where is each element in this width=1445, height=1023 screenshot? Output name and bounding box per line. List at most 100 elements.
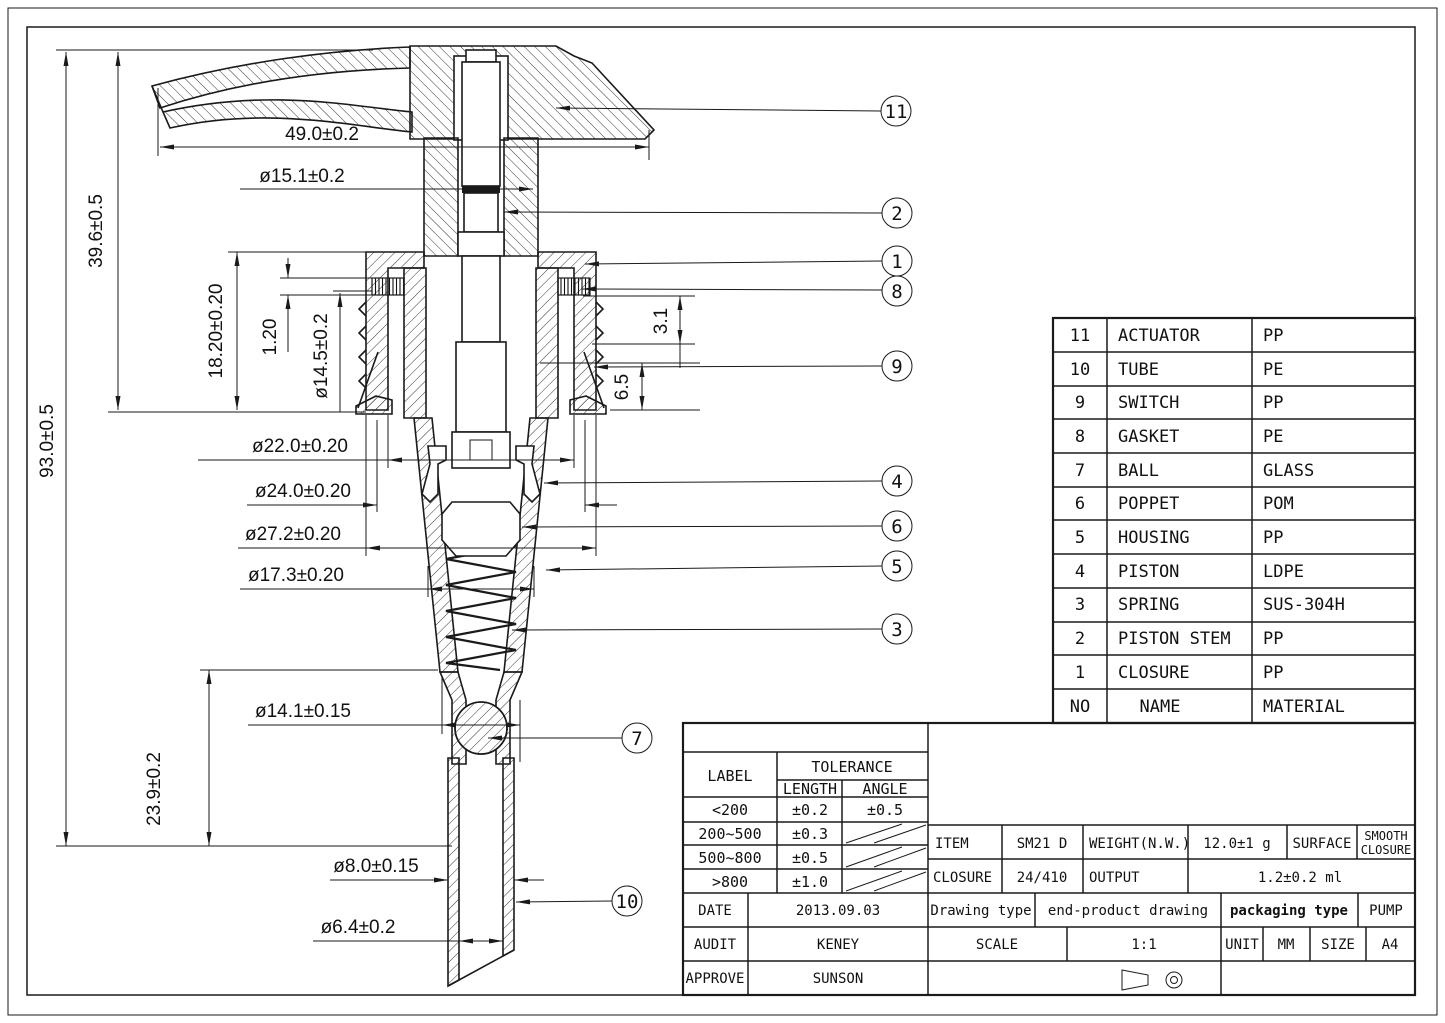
svg-text:200~500: 200~500: [698, 825, 761, 843]
balloon-7: 7: [631, 728, 642, 750]
tube-left-wall: [447, 757, 460, 988]
svg-text:1: 1: [1075, 663, 1085, 683]
parts-table-rows: 11 ACTUATOR PP 10 TUBE PE 9 SWITCH PP 8 …: [1070, 326, 1345, 683]
dim-93-0: 93.0±0.5: [37, 404, 58, 478]
balloon-9: 9: [891, 356, 902, 378]
svg-text:MATERIAL: MATERIAL: [1263, 697, 1345, 717]
actuator-column-left: [423, 137, 459, 257]
packaging-type-label: packaging type: [1230, 903, 1348, 919]
actuator-head-section: [409, 45, 656, 140]
date-value: 2013.09.03: [796, 903, 880, 919]
balloon-11: 11: [885, 101, 908, 123]
balloon-1: 1: [891, 251, 902, 273]
dim-18-20: 18.20±0.20: [206, 284, 227, 379]
dim-22-0: ø22.0±0.20: [252, 436, 348, 457]
actuator-spout-upper: [150, 46, 411, 110]
switch-section: [355, 351, 607, 415]
svg-text:PP: PP: [1263, 629, 1283, 649]
balloon-4: 4: [891, 471, 902, 493]
svg-text:11: 11: [1070, 326, 1090, 346]
closure-value: 24/410: [1017, 870, 1068, 886]
svg-text:NO: NO: [1070, 697, 1090, 717]
title-block: LABEL TOLERANCE LENGTH ANGLE <200 ±0.2 ±…: [681, 721, 1417, 997]
tolerance-angle-header: ANGLE: [862, 780, 907, 798]
surface-value-line2: CLOSURE: [1361, 843, 1412, 857]
dim-23-9: 23.9±0.2: [144, 752, 165, 826]
svg-text:GLASS: GLASS: [1263, 461, 1314, 481]
parts-table: 11 ACTUATOR PP 10 TUBE PE 9 SWITCH PP 8 …: [1051, 316, 1417, 725]
svg-text:8: 8: [1075, 427, 1085, 447]
date-label: DATE: [698, 903, 732, 919]
scale-value: 1:1: [1131, 937, 1156, 953]
outer-border: [7, 7, 1438, 1016]
dim-3-1: 3.1: [651, 308, 672, 334]
svg-text:±0.5: ±0.5: [867, 801, 903, 819]
svg-text:TUBE: TUBE: [1118, 360, 1159, 380]
dim-6-4: ø6.4±0.2: [321, 917, 396, 938]
double-circle-icon: [1165, 971, 1183, 989]
svg-text:7: 7: [1075, 461, 1085, 481]
svg-text:PE: PE: [1263, 360, 1283, 380]
svg-text:9: 9: [1075, 393, 1085, 413]
closure-label: CLOSURE: [933, 870, 992, 886]
svg-text:LDPE: LDPE: [1263, 562, 1304, 582]
svg-text:PE: PE: [1263, 427, 1283, 447]
svg-text:5: 5: [1075, 528, 1085, 548]
gasket-left-section: [371, 277, 405, 296]
tolerance-label-header: LABEL: [707, 767, 752, 785]
dim-1-20: 1.20: [260, 319, 281, 356]
dimension-annotations: 49.0±0.2 ø15.1±0.2 39.6±0.5 93.0±0.5 18.…: [37, 49, 700, 944]
weight-label: WEIGHT(N.W.): [1089, 836, 1190, 852]
svg-text:SWITCH: SWITCH: [1118, 393, 1179, 413]
balloon-3: 3: [891, 619, 902, 641]
balloon-8: 8: [891, 281, 902, 303]
svg-text:3: 3: [1075, 595, 1085, 615]
dim-8-0: ø8.0±0.15: [333, 856, 418, 877]
parts-table-header: NO NAME MATERIAL: [1070, 697, 1345, 717]
svg-text:4: 4: [1075, 562, 1085, 582]
weight-value: 12.0±1 g: [1203, 836, 1270, 852]
svg-text:PP: PP: [1263, 393, 1283, 413]
housing-chimney-right: [535, 267, 559, 419]
output-value: 1.2±0.2 ml: [1258, 870, 1342, 886]
scale-label: SCALE: [976, 937, 1018, 953]
approve-value: SUNSON: [813, 971, 864, 987]
dim-27-2: ø27.2±0.20: [245, 524, 341, 545]
output-label: OUTPUT: [1089, 870, 1140, 886]
first-angle-projection-icon: [1121, 969, 1149, 991]
svg-text:NAME: NAME: [1140, 697, 1181, 717]
ball-section: [454, 701, 508, 755]
packaging-type-value: PUMP: [1369, 903, 1403, 919]
dim-14-5: ø14.5±0.2: [311, 313, 332, 398]
svg-text:±1.0: ±1.0: [792, 873, 828, 891]
svg-text:±0.3: ±0.3: [792, 825, 828, 843]
svg-text:PP: PP: [1263, 326, 1283, 346]
piston-stem-section: [451, 49, 511, 469]
closure-threads: [357, 301, 605, 389]
item-info-rows: ITEM SM21 D WEIGHT(N.W.) 12.0±1 g SURFAC…: [928, 824, 1415, 893]
svg-text:<200: <200: [712, 801, 748, 819]
balloon-2: 2: [891, 203, 902, 225]
dim-6-5: 6.5: [612, 374, 633, 400]
svg-text:500~800: 500~800: [698, 849, 761, 867]
tube-bottom-cut: [447, 949, 515, 987]
drawing-type-label: Drawing type: [930, 903, 1031, 919]
signature-rows: DATE 2013.09.03 Drawing type end-product…: [683, 893, 1415, 995]
housing-chimney-left: [403, 267, 427, 419]
tolerance-table: LABEL TOLERANCE LENGTH ANGLE <200 ±0.2 ±…: [683, 751, 1415, 894]
svg-text:±0.2: ±0.2: [792, 801, 828, 819]
svg-text:GASKET: GASKET: [1118, 427, 1179, 447]
dim-17-3: ø17.3±0.20: [248, 565, 344, 586]
svg-text:CLOSURE: CLOSURE: [1118, 663, 1190, 683]
pump-section-view: [150, 45, 656, 988]
tolerance-length-header: LENGTH: [783, 780, 837, 798]
svg-text:>800: >800: [712, 873, 748, 891]
svg-text:PISTON: PISTON: [1118, 562, 1179, 582]
svg-text:6: 6: [1075, 494, 1085, 514]
svg-text:HOUSING: HOUSING: [1118, 528, 1190, 548]
audit-value: KENEY: [817, 937, 860, 953]
size-label: SIZE: [1321, 937, 1355, 953]
dim-14-1: ø14.1±0.15: [255, 701, 351, 722]
item-label: ITEM: [935, 836, 969, 852]
